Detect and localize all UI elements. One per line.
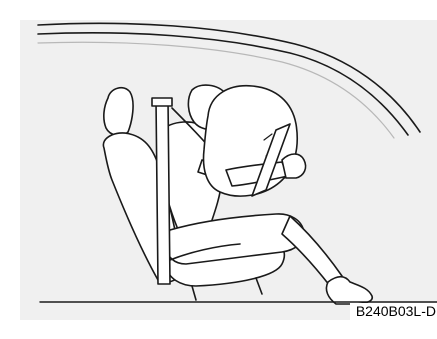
figure-panel: B240B03L-D xyxy=(20,20,437,320)
figure-code-label: B240B03L-D xyxy=(350,303,437,320)
airbag-illustration xyxy=(20,20,437,320)
